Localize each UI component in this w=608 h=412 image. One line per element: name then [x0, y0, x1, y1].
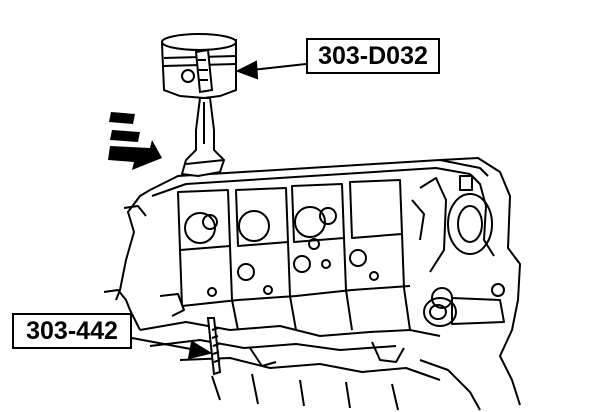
tool-label-text: 303-442	[26, 316, 118, 345]
guide-tool-leader	[131, 337, 213, 360]
insert-direction-arrow	[108, 112, 162, 170]
tool-label-303-442: 303-442	[12, 313, 132, 349]
piston-tool-leader	[235, 60, 307, 80]
tool-label-text: 303-D032	[318, 41, 428, 70]
tool-label-303-d032: 303-D032	[306, 38, 440, 74]
engine-block	[103, 157, 521, 411]
piston-and-rod	[160, 33, 237, 178]
guide-tool-bolt	[206, 317, 222, 376]
